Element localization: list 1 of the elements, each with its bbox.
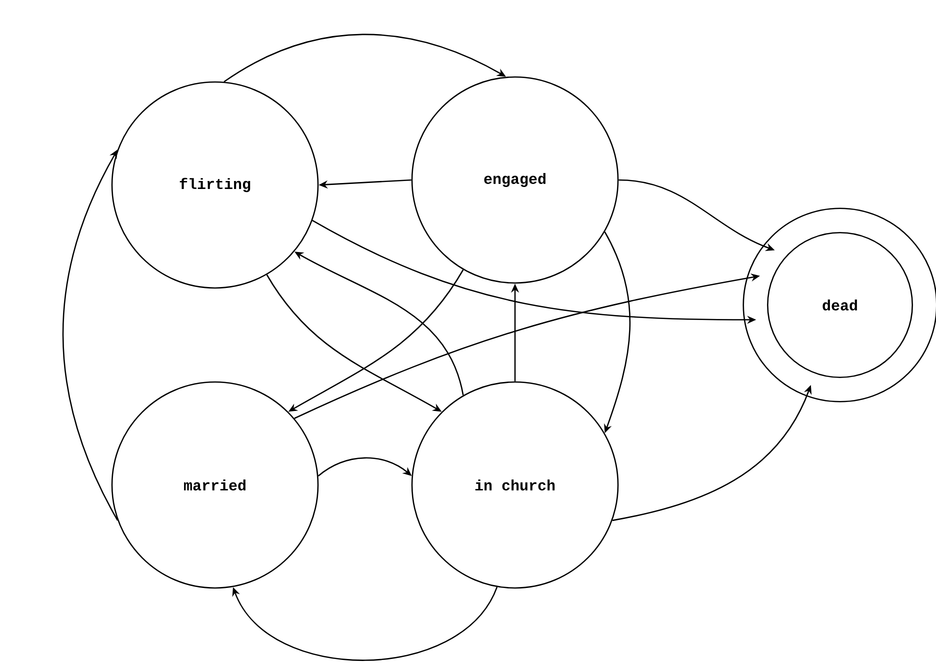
arrow [232,586,498,661]
